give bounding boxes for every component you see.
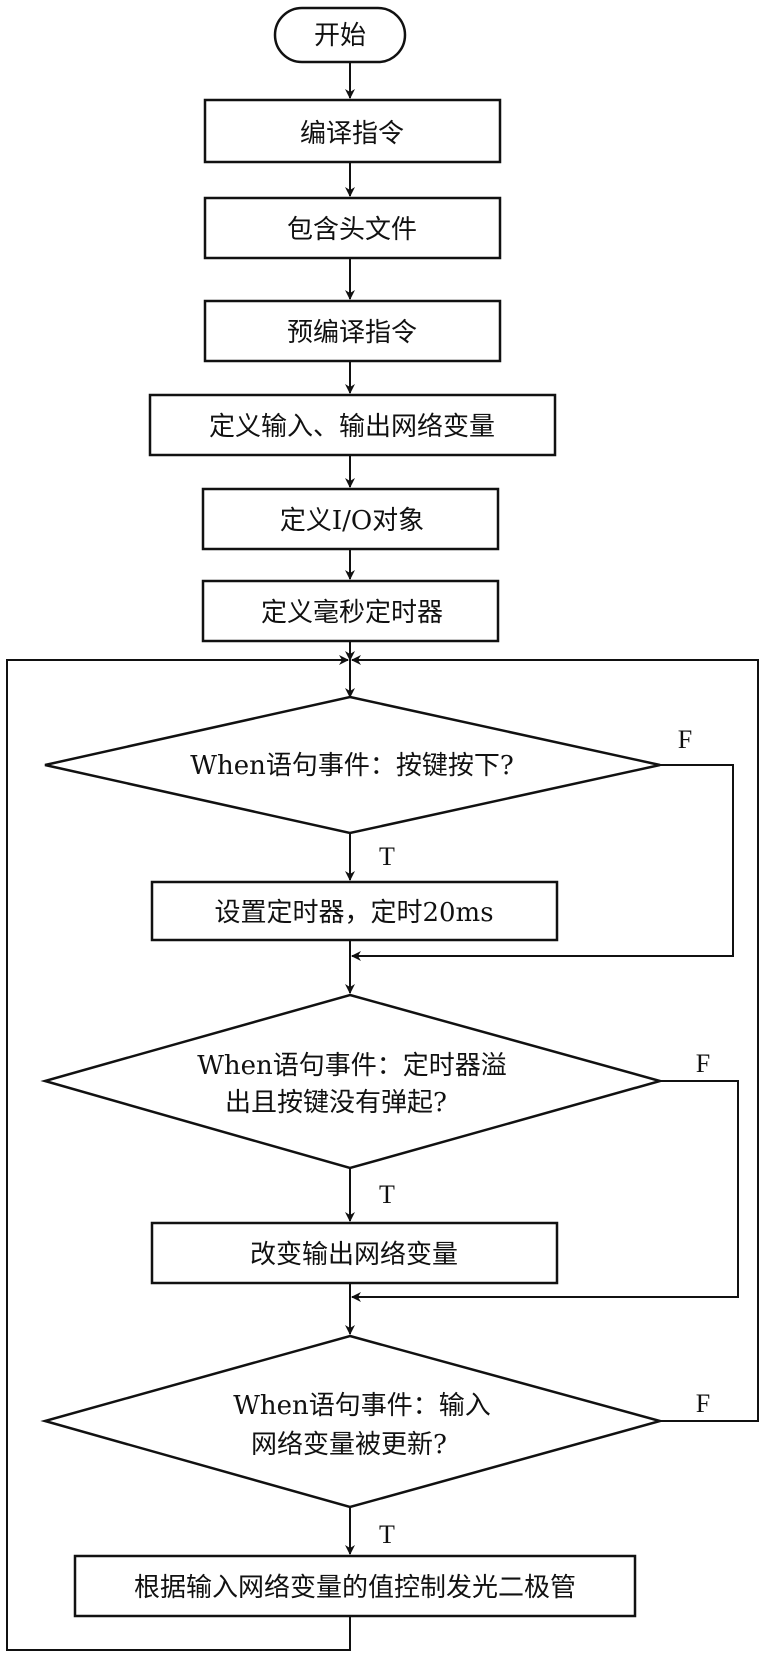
- step-define-io-vars: [148, 393, 557, 457]
- decision-timer-overflow-false-path: [352, 1080, 739, 1298]
- start-terminal: [273, 6, 407, 64]
- decision-timer-overflow-line2: 出且按键没有弹起?: [225, 1088, 447, 1118]
- decision-key-pressed-false-label: F: [678, 725, 692, 754]
- step-set-timer-label: 设置定时器，定时20ms: [214, 898, 493, 928]
- step-define-ms-timer-label: 定义毫秒定时器: [261, 598, 443, 628]
- step-define-io-vars-label: 定义输入、输出网络变量: [209, 412, 495, 442]
- step-change-output-var-label: 改变输出网络变量: [250, 1240, 458, 1270]
- decision-timer-overflow: [40, 993, 665, 1170]
- step-include-header-label: 包含头文件: [287, 215, 417, 245]
- step-compile-directive-label: 编译指令: [300, 119, 404, 149]
- start-label: 开始: [314, 21, 366, 51]
- decision-input-updated-false-label: F: [696, 1389, 710, 1418]
- decision-input-updated: [40, 1334, 665, 1509]
- loop-back-left-path: [6, 659, 351, 1651]
- decision-timer-overflow-true-label: T: [379, 1180, 395, 1209]
- step-change-output-var: [150, 1221, 559, 1285]
- decision-timer-overflow-line1: When语句事件：定时器溢: [197, 1051, 507, 1081]
- step-define-io-objects: [201, 487, 500, 551]
- step-include-header: [203, 196, 502, 260]
- decision-key-pressed-true-label: T: [379, 842, 395, 871]
- decision-key-pressed-line1: When语句事件：按键按下?: [190, 751, 514, 781]
- step-set-timer: [150, 880, 559, 942]
- decision-input-updated-false-path: [352, 659, 759, 1422]
- step-define-io-objects-label: 定义I/O对象: [280, 506, 424, 536]
- step-precompile-directive-label: 预编译指令: [287, 318, 417, 348]
- step-compile-directive: [203, 98, 502, 164]
- step-control-led: [73, 1554, 637, 1618]
- decision-input-updated-line1: When语句事件：输入: [233, 1391, 491, 1421]
- decision-input-updated-true-label: T: [379, 1520, 395, 1549]
- decision-input-updated-line2: 网络变量被更新?: [251, 1430, 447, 1460]
- decision-timer-overflow-false-label: F: [696, 1049, 710, 1078]
- step-precompile-directive: [203, 299, 502, 363]
- decision-key-pressed-false-path: [352, 764, 734, 957]
- step-control-led-label: 根据输入网络变量的值控制发光二极管: [134, 1573, 576, 1603]
